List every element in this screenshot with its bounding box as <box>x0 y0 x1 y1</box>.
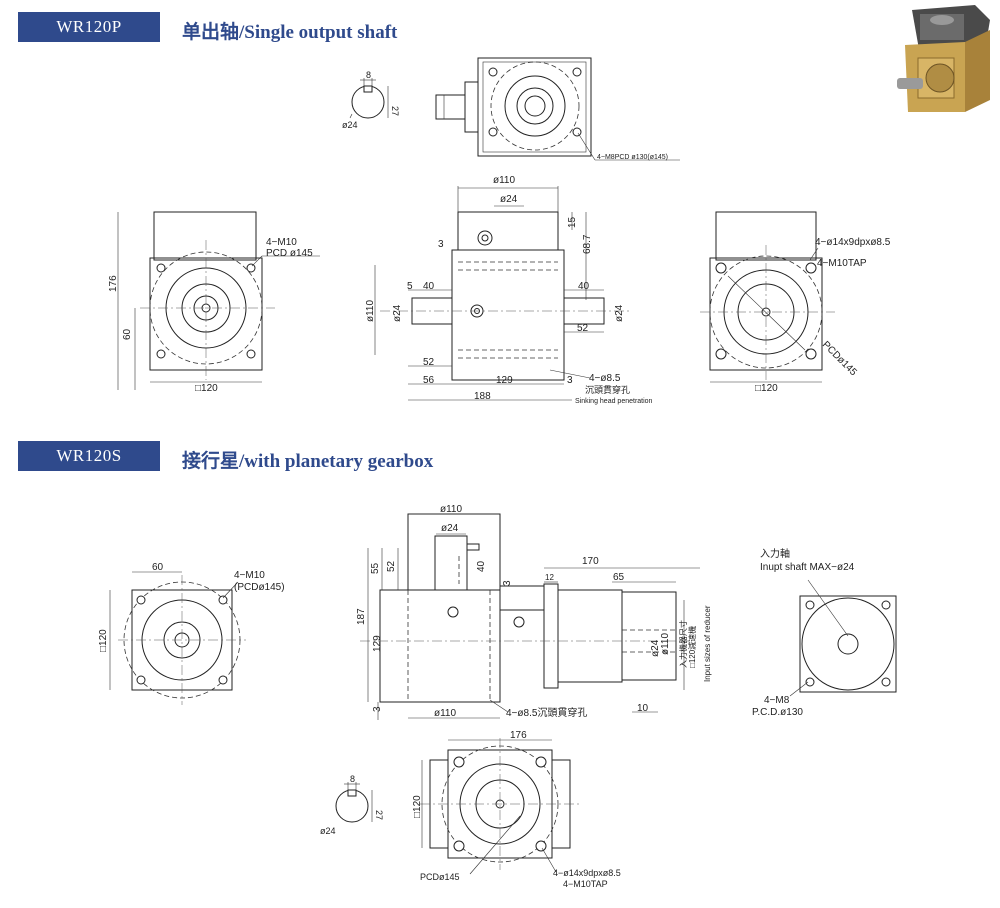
top-right-sq: □120 <box>755 383 778 394</box>
btm-mid-129: 129 <box>372 635 383 652</box>
btm-mid-52: 52 <box>386 560 397 572</box>
btm-right-en: Inupt shaft MAX−ø24 <box>760 562 855 573</box>
top-right-note: 4−ø14x9dpxø8.5 <box>815 237 891 248</box>
btm-mid-12: 12 <box>545 573 554 582</box>
btm-mid-3: 3 <box>502 580 513 586</box>
top-mid-52b: 52 <box>577 323 589 334</box>
top-pcd-note: 4−M8PCD ø130(ø145) <box>597 154 668 161</box>
btm-mid-side-view: ø110 ø24 55 52 40 3 187 129 3 ø110 4−ø8.… <box>356 504 712 720</box>
btm-mid-55: 55 <box>370 562 381 574</box>
top-mid-110v: ø110 <box>365 300 376 322</box>
btm-left-face-view: 60 4−M10 (PCDø145) □120 <box>98 562 285 705</box>
top-left-176: 176 <box>108 275 119 292</box>
top-mid-188: 188 <box>474 391 491 402</box>
btm-key-d: ø24 <box>320 826 336 836</box>
btm-mid-65: 65 <box>613 572 625 583</box>
top-left-m10: 4−M10 <box>266 237 297 248</box>
top-mid-52a: 52 <box>423 357 435 368</box>
top-right-face-view: 4−ø14x9dpxø8.5 4−M10TAP PCDø145 □120 <box>700 211 891 394</box>
wr120p-title: 单出轴/Single output shaft <box>182 22 398 43</box>
btm-out-176: 176 <box>510 730 527 741</box>
top-mid-40r: 40 <box>578 281 590 292</box>
btm-output-face-view: 176 □120 PCDø145 4−ø14x9dpxø8.5 4−M10TAP <box>412 730 621 889</box>
top-left-sq: □120 <box>195 383 218 394</box>
top-left-60: 60 <box>122 328 133 340</box>
top-mid-hole-cn: 沉頭貫穿孔 <box>585 384 630 395</box>
btm-mid-hole: 4−ø8.5沉頭貫穿孔 <box>506 706 587 719</box>
btm-mid-3b: 3 <box>372 706 383 712</box>
btm-mid-en: Input sizes of reducer <box>703 605 712 682</box>
top-key-w: 8 <box>366 70 371 80</box>
btm-mid-d24c: ø24 <box>650 639 661 657</box>
btm-mid-10: 10 <box>637 703 649 714</box>
btm-left-pcd: (PCDø145) <box>234 582 285 593</box>
btm-left-m10: 4−M10 <box>234 570 265 581</box>
top-plan-view: 4−M8PCD ø130(ø145) <box>435 57 680 161</box>
btm-mid-40: 40 <box>476 560 487 572</box>
top-key-detail: 8 27 ø24 <box>342 70 400 130</box>
top-mid-side-view: ø110 ø24 15 68.7 3 5 40 40 ø110 ø24 ø24 … <box>365 175 653 405</box>
btm-key-detail: 8 27 ø24 <box>320 774 384 836</box>
gearbox-product-photo <box>897 5 990 112</box>
btm-key-h: 27 <box>374 810 384 820</box>
btm-right-cn: 入力軸 <box>760 547 790 560</box>
wr120s-badge: WR120S <box>18 441 160 471</box>
btm-mid-cn2: □120減速機 <box>687 626 697 668</box>
btm-right-m8: 4−M8 <box>764 695 790 706</box>
top-mid-56: 56 <box>423 375 435 386</box>
btm-mid-170: 170 <box>582 556 599 567</box>
wr120p-badge: WR120P <box>18 12 160 42</box>
btm-out-120: □120 <box>412 795 423 818</box>
top-right-pcd: PCDø145 <box>820 339 859 378</box>
top-key-h: 27 <box>390 106 400 116</box>
btm-right-input-view: 入力軸 Inupt shaft MAX−ø24 4−M8 P.C.D.ø130 <box>752 547 897 718</box>
top-mid-24r: ø24 <box>614 304 625 322</box>
top-mid-5: 5 <box>407 281 413 292</box>
top-mid-687: 68.7 <box>582 234 593 254</box>
top-left-face-view: 4−M10 PCD ø145 176 60 □120 <box>108 211 320 394</box>
top-mid-hole-en: Sinking head penetration <box>575 398 653 405</box>
btm-left-sq: □120 <box>98 629 109 652</box>
btm-left-60: 60 <box>152 562 164 573</box>
top-mid-40l: 40 <box>423 281 435 292</box>
btm-out-note: 4−ø14x9dpxø8.5 <box>553 868 621 878</box>
btm-mid-d110b: ø110 <box>434 708 456 719</box>
top-mid-d24: ø24 <box>500 194 518 205</box>
btm-key-w: 8 <box>350 774 355 784</box>
top-mid-24l: ø24 <box>392 304 403 322</box>
wr120s-title: 接行星/with planetary gearbox <box>182 451 434 472</box>
btm-out-tap: 4−M10TAP <box>563 879 608 889</box>
btm-out-pcd: PCDø145 <box>420 872 460 882</box>
top-left-pcd: PCD ø145 <box>266 248 313 259</box>
top-mid-3b: 3 <box>567 375 573 386</box>
btm-mid-d110c: ø110 <box>660 633 671 655</box>
top-mid-15: 15 <box>567 216 578 228</box>
btm-mid-cn1: 入力機器尺寸 <box>678 620 688 668</box>
top-mid-d110: ø110 <box>493 175 515 186</box>
top-key-d: ø24 <box>342 120 358 130</box>
top-mid-129: 129 <box>496 375 513 386</box>
btm-mid-d24: ø24 <box>441 523 459 534</box>
btm-mid-d110: ø110 <box>440 504 462 515</box>
btm-mid-187: 187 <box>356 608 367 625</box>
top-mid-hole: 4−ø8.5 <box>589 373 621 384</box>
top-right-tap: 4−M10TAP <box>817 258 867 269</box>
top-mid-3: 3 <box>438 239 444 250</box>
btm-right-pcd: P.C.D.ø130 <box>752 707 803 718</box>
